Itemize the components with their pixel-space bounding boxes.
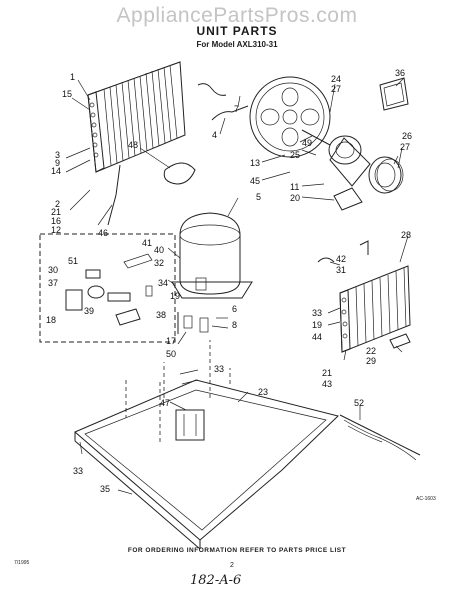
callout-25: 25 — [290, 150, 300, 160]
callout-13: 13 — [250, 158, 260, 168]
callout-7: 7 — [234, 104, 239, 114]
fan-motor — [301, 129, 371, 187]
base-pan — [74, 379, 339, 550]
callout-47: 47 — [160, 398, 170, 408]
callout-50: 50 — [166, 349, 176, 359]
callout-4: 4 — [212, 130, 217, 140]
leader-lines — [65, 77, 409, 495]
footer-note: FOR ORDERING INFORMATION REFER TO PARTS … — [127, 547, 347, 554]
page-number: 2 — [230, 562, 234, 569]
callout-34: 34 — [158, 278, 168, 288]
callout-19a: 19 — [170, 291, 180, 301]
callout-44: 44 — [312, 332, 322, 342]
callout-46: 46 — [98, 228, 108, 238]
callout-36: 36 — [395, 68, 405, 78]
callout-3: 3 — [55, 150, 60, 160]
doc-code: 7/1995 — [14, 560, 30, 566]
callout-42: 42 — [336, 254, 346, 264]
callout-39: 39 — [84, 306, 94, 316]
callout-20: 20 — [290, 193, 300, 203]
callout-15: 15 — [62, 89, 72, 99]
callout-21b: 21 — [322, 368, 332, 378]
grommet-6 — [183, 315, 193, 329]
tube-4 — [211, 105, 249, 121]
callout-41: 41 — [142, 238, 152, 248]
callout-24: 24 — [331, 74, 341, 84]
callout-28: 28 — [401, 230, 411, 240]
diagram-title: UNIT PARTS — [196, 24, 278, 38]
callout-33c: 33 — [73, 466, 83, 476]
callout-8: 8 — [232, 320, 237, 330]
callout-30: 30 — [48, 265, 58, 275]
callout-45: 45 — [250, 176, 260, 186]
tube-7 — [197, 83, 227, 96]
drain-29 — [389, 333, 411, 349]
callout-27b: 27 — [400, 142, 410, 152]
callout-38: 38 — [156, 310, 166, 320]
electrical-components — [65, 253, 153, 326]
tube-42 — [317, 257, 335, 263]
evaporator-coil — [339, 265, 411, 353]
callout-2: 2 — [55, 199, 60, 209]
callout-52: 52 — [354, 398, 364, 408]
tube-46 — [107, 164, 121, 226]
tube-31 — [359, 240, 369, 255]
grommet-8 — [199, 317, 209, 333]
model-subtitle: For Model AXL310-31 — [196, 40, 278, 49]
callout-48: 48 — [128, 140, 138, 150]
handwritten-note: 182-A-6 — [190, 573, 242, 588]
callout-21: 21 — [51, 207, 61, 217]
callout-40: 40 — [154, 245, 164, 255]
projection-lines — [163, 340, 211, 398]
filter-36 — [379, 77, 409, 111]
callout-31: 31 — [336, 265, 346, 275]
callout-32: 32 — [154, 258, 164, 268]
callout-51: 51 — [68, 256, 78, 266]
callout-14: 14 — [51, 166, 61, 176]
callout-6: 6 — [232, 304, 237, 314]
fan-blade — [249, 76, 331, 158]
callout-9: 9 — [55, 158, 60, 168]
callout-18: 18 — [46, 315, 56, 325]
electrical-components-box — [39, 233, 176, 343]
callout-43: 43 — [322, 379, 332, 389]
callout-11: 11 — [290, 182, 299, 192]
callout-33b: 33 — [214, 364, 224, 374]
drawing-code: AC-1603 — [416, 496, 436, 502]
tube-48 — [163, 162, 196, 185]
condenser-coil — [87, 61, 186, 173]
callout-29: 29 — [366, 356, 376, 366]
callout-17: 17 — [166, 336, 176, 346]
callout-22: 22 — [366, 346, 376, 356]
callout-26: 26 — [402, 131, 412, 141]
bracket-20 — [333, 187, 363, 211]
blower-wheel — [368, 156, 404, 194]
wire-harness — [339, 414, 421, 456]
watermark: AppliancePartsPros.com — [116, 4, 358, 27]
callout-numbers: 1 15 3 9 14 2 21 16 12 46 48 4 7 13 45 5… — [46, 68, 412, 494]
callout-1: 1 — [70, 72, 75, 82]
callout-27a: 27 — [331, 84, 341, 94]
callout-5: 5 — [256, 192, 261, 202]
compressor — [171, 212, 253, 299]
callout-23: 23 — [258, 387, 268, 397]
callout-33a: 33 — [312, 308, 322, 318]
callout-49: 49 — [302, 138, 312, 148]
callout-19b: 19 — [312, 320, 322, 330]
callout-16: 16 — [51, 216, 61, 226]
callout-35: 35 — [100, 484, 110, 494]
callout-12: 12 — [51, 225, 61, 235]
callout-37: 37 — [48, 278, 58, 288]
